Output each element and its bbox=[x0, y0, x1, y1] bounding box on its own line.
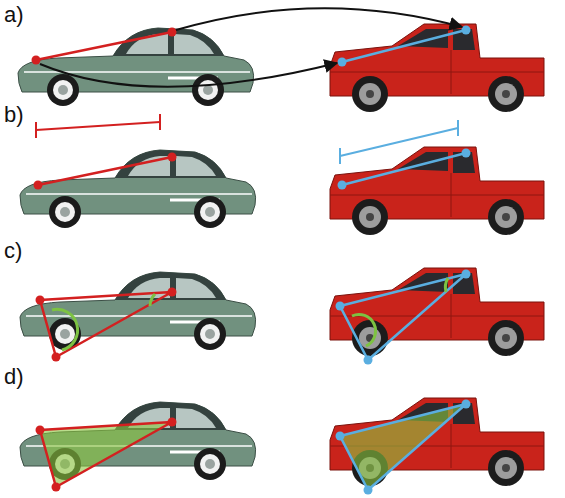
panel-label: c) bbox=[4, 240, 22, 262]
panel-label: d) bbox=[4, 366, 24, 388]
panel-label: b) bbox=[4, 104, 24, 126]
panel-label: a) bbox=[4, 4, 24, 26]
